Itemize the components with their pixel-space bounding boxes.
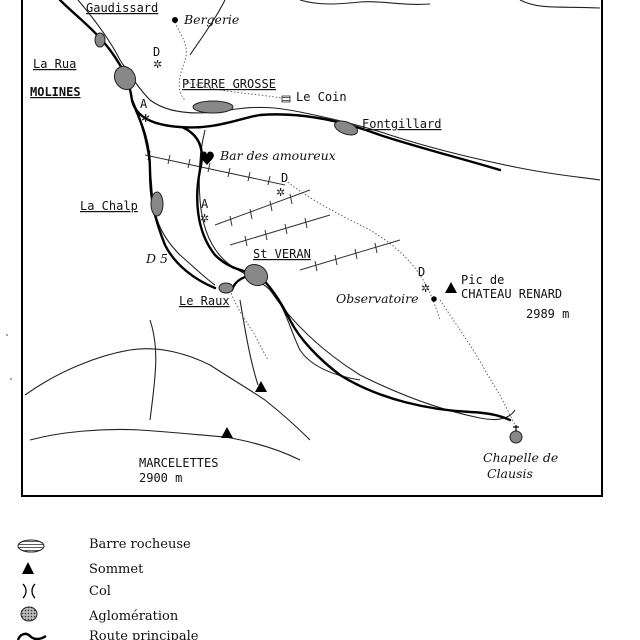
star-d-mid-icon: ✲	[276, 186, 285, 199]
star-markers: ✲ ✲ ✲ ✲ ✲	[141, 58, 430, 295]
star-d-pic-icon: ✲	[421, 282, 430, 295]
label-fontgillard: Fontgillard	[362, 117, 441, 131]
label-la-rua: La Rua	[33, 57, 76, 71]
scan-dot-2	[10, 378, 12, 380]
summit-chateau-renard-icon	[445, 282, 457, 293]
marker-d-pic: D	[418, 265, 425, 279]
label-chapelle-line2: Clausis	[487, 466, 533, 481]
rock-bar-icon	[17, 539, 45, 553]
label-la-chalp: La Chalp	[80, 199, 138, 213]
river-south	[269, 289, 516, 421]
marker-a-molines: A	[140, 97, 148, 111]
label-chapelle-line1: Chapelle de	[483, 450, 558, 465]
marker-a-chalp: A	[201, 197, 209, 211]
star-a-molines-icon: ✲	[141, 112, 150, 125]
chapelle-cross-icon	[513, 425, 519, 431]
river-marcelettes	[29, 428, 301, 461]
heart-icon	[200, 151, 214, 165]
label-marcelettes: MARCELETTES	[139, 456, 218, 470]
label-pierre-grosse: PIERRE GROSSE	[182, 77, 276, 91]
observatoire-dot	[431, 296, 437, 302]
path-le-raux	[229, 289, 269, 361]
label-le-raux: Le Raux	[179, 294, 230, 308]
col-le-coin-icon	[281, 95, 291, 103]
col-icon	[22, 583, 36, 599]
marker-d-mid: D	[281, 171, 288, 185]
agglo-chapelle	[509, 430, 523, 444]
legend-label-rock: Barre rocheuse	[89, 537, 191, 552]
agglo-st-veran	[243, 263, 269, 287]
ski-lift-1	[144, 150, 286, 186]
scan-dot	[6, 334, 8, 336]
agglo-molines	[113, 65, 137, 91]
legend: Barre rocheuse Sommet Col Aglomération R…	[16, 537, 199, 640]
agglo-la-chalp	[150, 191, 164, 217]
star-a-chalp-icon: ✲	[200, 212, 209, 225]
path-pic	[439, 299, 516, 426]
label-pic-line2: CHATEAU RENARD	[461, 287, 562, 301]
label-bergerie: Bergerie	[183, 12, 239, 27]
agglo-pierre-grosse	[192, 100, 234, 114]
river-upper-branch	[189, 0, 226, 56]
label-d5: D 5	[145, 251, 168, 266]
label-bar-amoureux: Bar des amoureux	[219, 148, 336, 163]
river-lower-left	[24, 348, 311, 441]
map-frame	[21, 0, 603, 497]
star-d-top-icon: ✲	[153, 58, 162, 71]
agglo-le-raux	[218, 282, 234, 294]
label-gaudissard: Gaudissard	[86, 1, 158, 15]
label-le-coin: Le Coin	[296, 90, 347, 104]
summit-marcelettes-icon	[221, 427, 233, 438]
ski-lift-4	[299, 239, 401, 272]
summit-triangle-icon	[22, 562, 34, 574]
top-contour	[299, 0, 431, 5]
label-marcelettes-alt: 2900 m	[139, 471, 182, 485]
legend-label-col: Col	[89, 584, 111, 599]
marker-d-top: D	[153, 45, 160, 59]
label-pic-alt: 2989 m	[526, 307, 569, 321]
label-st-veran: St VERAN	[253, 247, 311, 261]
ski-lift-3	[229, 214, 331, 247]
label-molines: MOLINES	[30, 85, 81, 99]
legend-label-agglo: Aglomération	[88, 609, 179, 624]
legend-label-road: Route principale	[89, 629, 199, 640]
agglo-fontgillard	[334, 120, 358, 136]
legend-label-summit: Sommet	[89, 562, 144, 577]
summit-north-icon	[255, 381, 267, 392]
label-observatoire: Observatoire	[336, 291, 418, 306]
bergerie-dot	[172, 17, 178, 23]
river-vertical	[239, 299, 259, 386]
path-bergerie	[174, 21, 187, 101]
road-molines-branch	[130, 98, 217, 290]
top-contour-right	[519, 0, 601, 9]
label-pic-line1: Pic de	[461, 273, 504, 287]
river-branch-sud	[149, 319, 157, 421]
agglo-gaudissard	[94, 32, 106, 48]
main-road-icon	[16, 632, 47, 640]
agglomeration-icon	[20, 606, 38, 622]
ski-lift-2	[214, 189, 311, 227]
